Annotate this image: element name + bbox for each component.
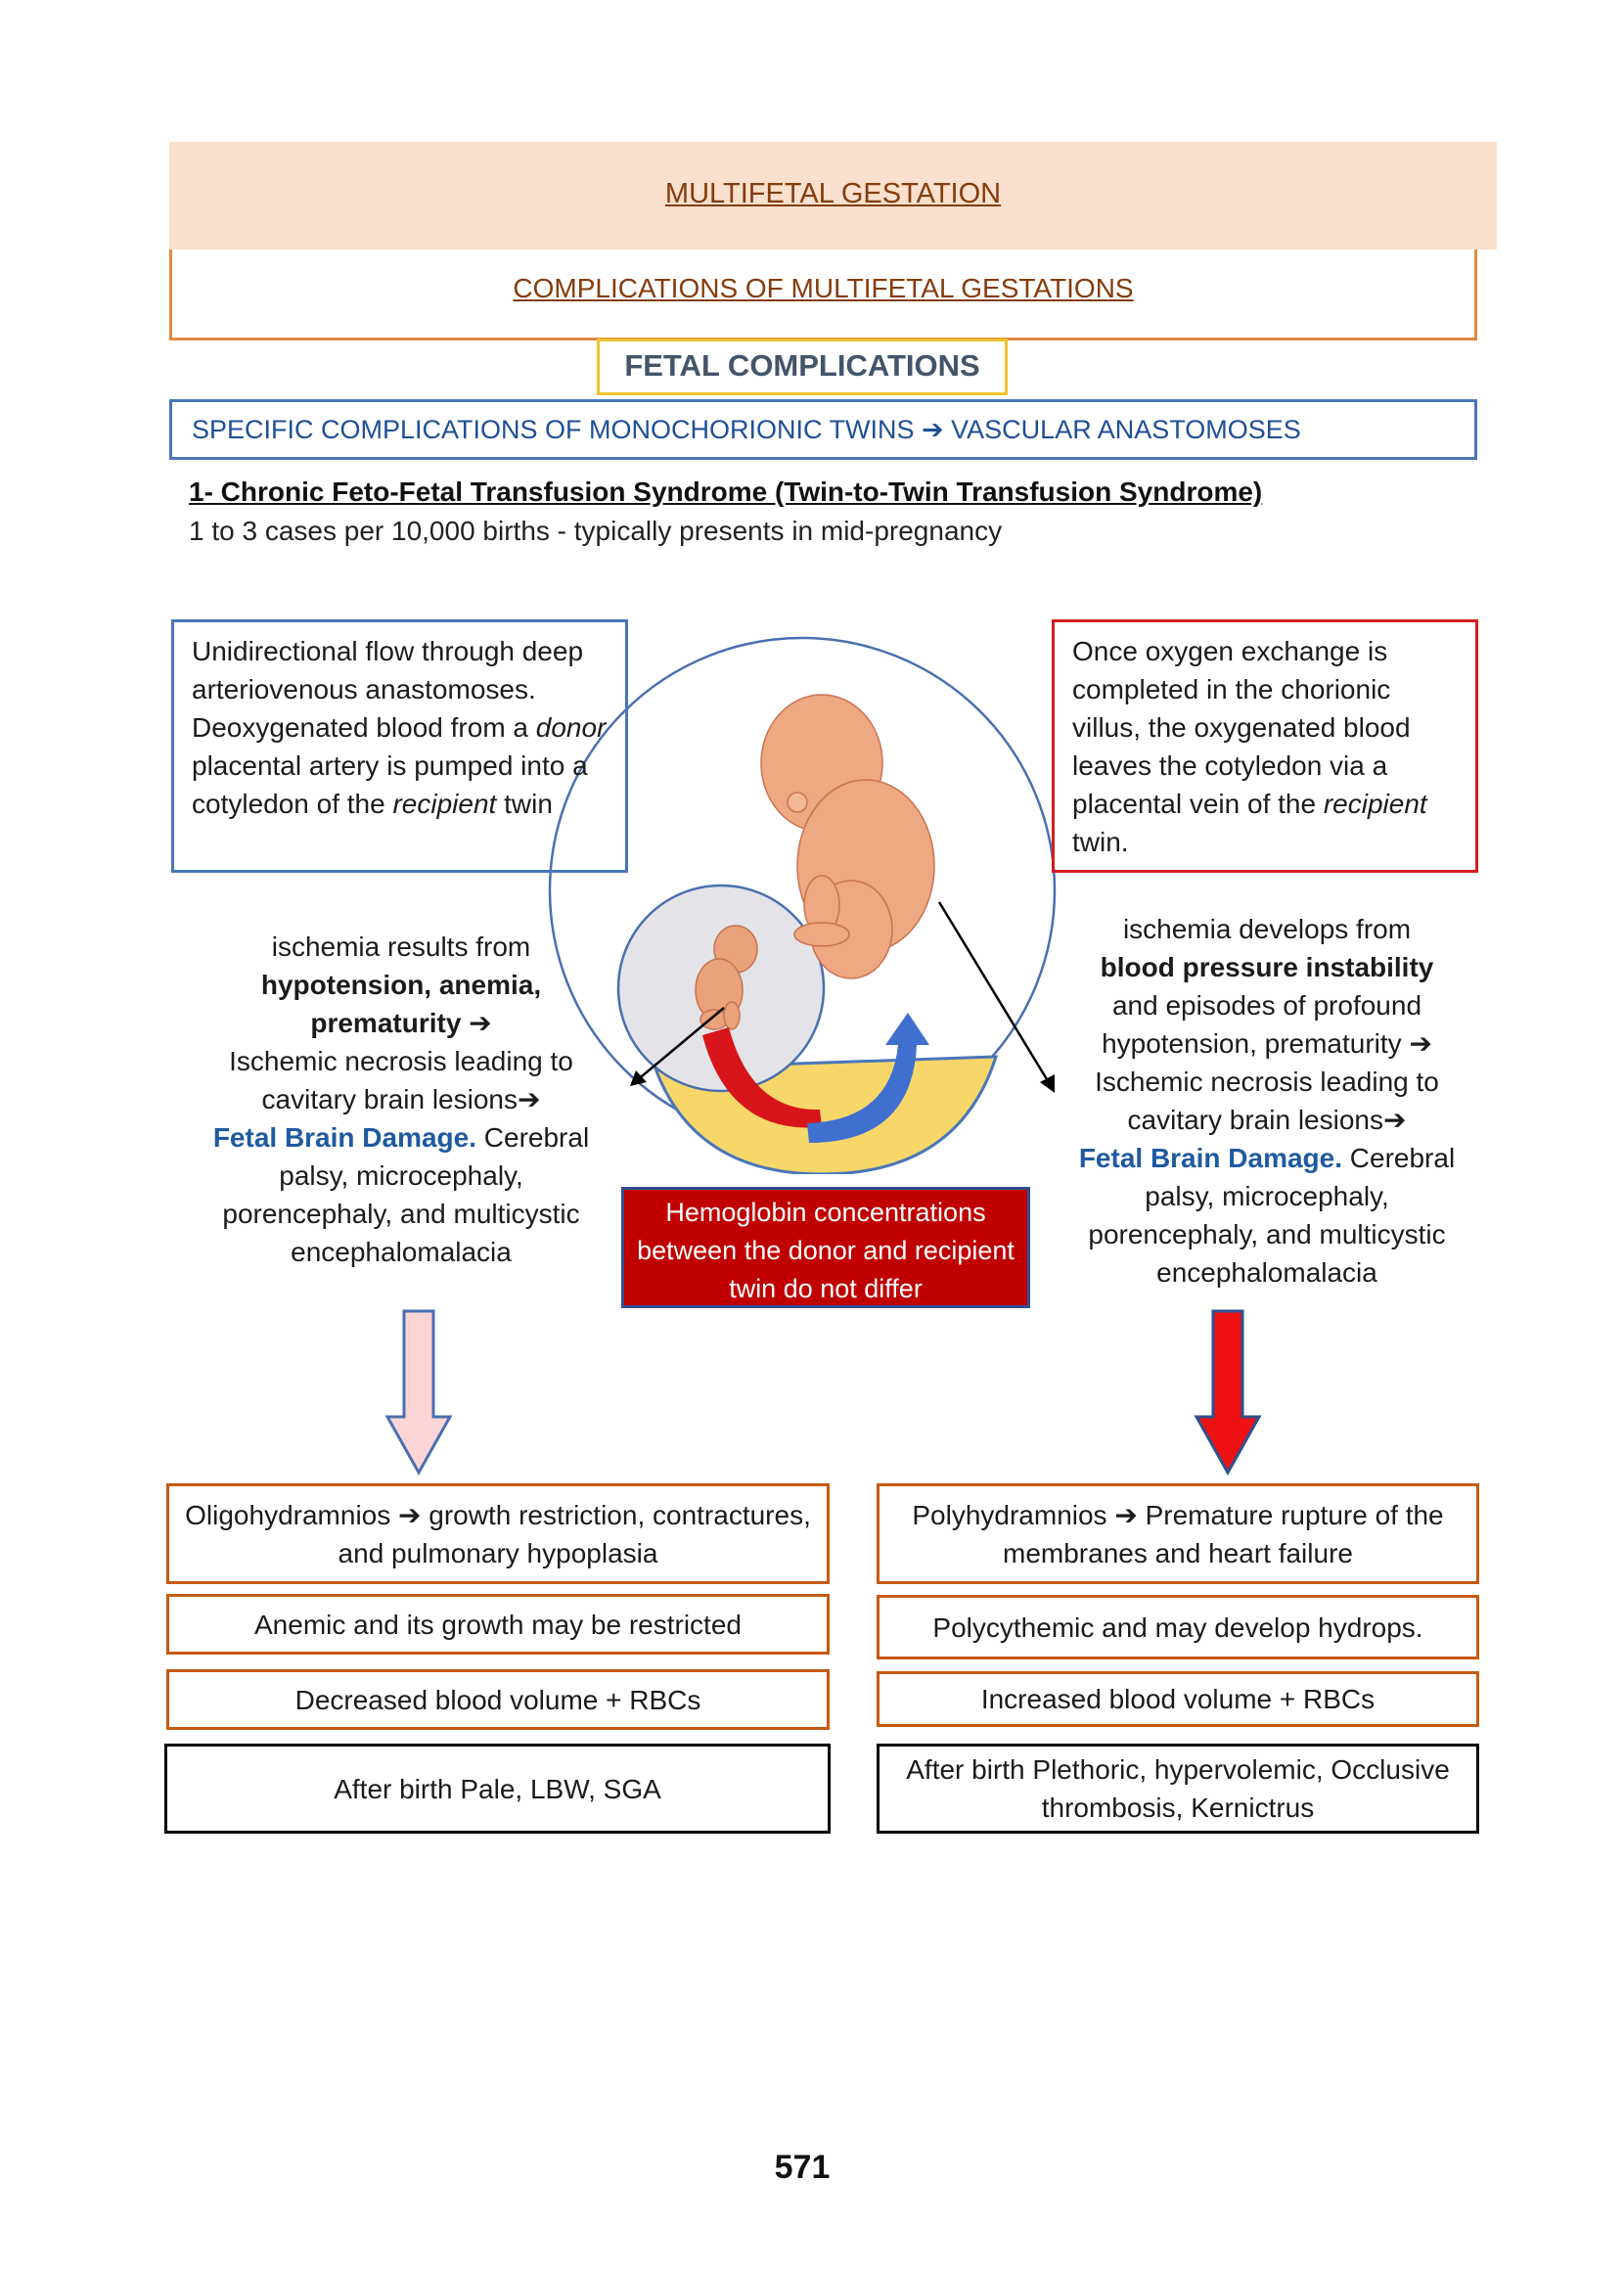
donor-flow-box: Unidirectional flow through deep arterio… [171,619,628,873]
recipient-flow-box: Once oxygen exchange is completed in the… [1052,619,1478,873]
section-title: FETAL COMPLICATIONS [597,339,1008,395]
left-ischemia-text: ischemia results from hypotension, anemi… [212,931,590,1267]
left-outcome-3: Decreased blood volume + RBCs [166,1669,830,1730]
down-arrow-red-icon [1194,1309,1262,1476]
right-outcome-4: After birth Plethoric, hypervolemic, Occ… [877,1744,1479,1834]
down-arrow-pink-icon [384,1309,453,1476]
left-outcome-4: After birth Pale, LBW, SGA [164,1744,831,1834]
donor-fetus [695,925,758,1030]
right-outcome-2: Polycythemic and may develop hydrops. [877,1595,1479,1659]
subtitle-box [169,250,1477,340]
syndrome-incidence: 1 to 3 cases per 10,000 births - typical… [189,516,1003,546]
page-number: 571 [774,2149,831,2186]
subtitle: COMPLICATIONS OF MULTIFETAL GESTATIONS [513,273,1134,303]
page-title: MULTIFETAL GESTATION [664,178,1002,209]
right-outcome-3: Increased blood volume + RBCs [877,1671,1479,1727]
recipient-fetus [760,694,935,979]
hemoglobin-box: Hemoglobin concentrations between the do… [621,1187,1030,1308]
specific-complications-box: SPECIFIC COMPLICATIONS OF MONOCHORIONIC … [169,399,1477,460]
right-ischemia-text: ischemia develops from blood pressure in… [1078,914,1456,1288]
right-outcome-1: Polyhydramnios ➔ Premature rupture of th… [877,1483,1479,1584]
left-outcome-1: Oligohydramnios ➔ growth restriction, co… [166,1483,830,1584]
syndrome-heading: 1- Chronic Feto-Fetal Transfusion Syndro… [189,477,1263,507]
left-outcome-2: Anemic and its growth may be restricted [166,1594,830,1655]
placenta-diagram [548,636,1057,1174]
header-banner [169,142,1497,250]
